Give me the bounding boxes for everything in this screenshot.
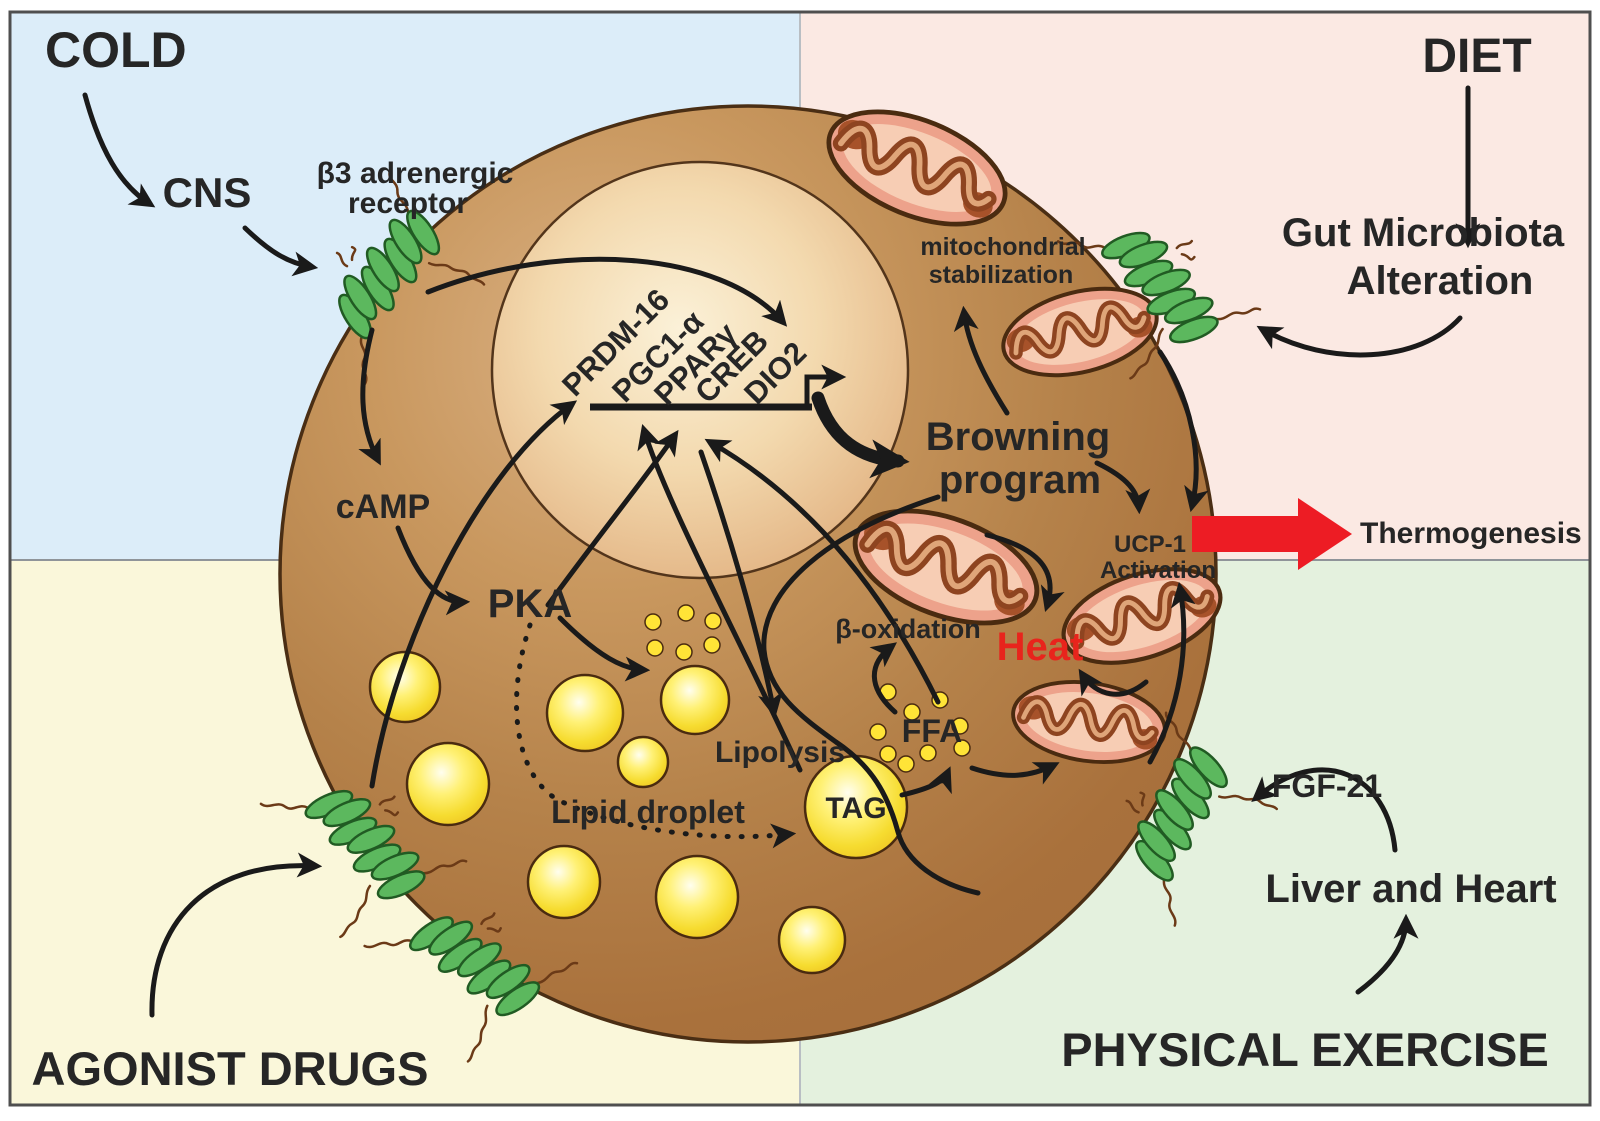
lipid-droplet-icon xyxy=(659,664,731,736)
label-mito-stab-line2: stabilization xyxy=(929,261,1073,289)
arrow-pka-to-lipid-droplet xyxy=(557,615,651,682)
lipid-droplet-icon xyxy=(545,673,625,753)
lipid-droplet-icon xyxy=(368,650,442,724)
label-gut-line2: Alteration xyxy=(1347,259,1534,303)
label-ucp1-line1: UCP-1 xyxy=(1114,531,1186,558)
lipid-droplet-icon xyxy=(405,741,491,827)
label-gut-line1: Gut Microbiota xyxy=(1282,211,1565,255)
arrow-cns-to-receptor xyxy=(242,225,319,277)
label-beta3-line2: receptor xyxy=(348,187,468,220)
label-lipid-droplet: Lipid droplet xyxy=(551,794,745,830)
arrow-browning-to-ucp1 xyxy=(1094,460,1151,515)
quadrant-title-diet: DIET xyxy=(1422,30,1531,83)
ffa-dot-icon xyxy=(869,723,887,741)
ffa-dot-icon xyxy=(644,613,662,631)
arrow-exercise-to-liver xyxy=(1355,913,1419,995)
arrow-pka-to-tag-dashed xyxy=(514,622,797,849)
label-lipolysis: Lipolysis xyxy=(715,736,845,769)
quadrant-title-agonist-drugs: AGONIST DRUGS xyxy=(32,1042,429,1095)
quadrant-title-cold: COLD xyxy=(45,22,187,78)
arrow-agonist-to-receptor xyxy=(149,852,323,1018)
label-cns: CNS xyxy=(163,169,252,216)
arrow-camp-to-pka xyxy=(395,525,471,616)
ffa-dot-icon xyxy=(703,636,721,654)
label-tag: TAG xyxy=(825,792,886,825)
ffa-dot-icon xyxy=(951,717,969,735)
ffa-dot-icon xyxy=(677,604,695,622)
arrow-liver-to-fgf-receptor xyxy=(1251,767,1398,853)
label-browning-line2: program xyxy=(939,458,1101,502)
arrow-receptor-to-ucp1 xyxy=(1157,349,1209,513)
label-ucp1-line2: Activation xyxy=(1100,557,1216,584)
ffa-dot-icon xyxy=(919,744,937,762)
label-fgf21: FGF-21 xyxy=(1272,768,1382,804)
label-thermogenesis: Thermogenesis xyxy=(1360,517,1582,550)
label-heat: Heat xyxy=(997,625,1084,669)
ffa-dot-icon xyxy=(953,739,971,757)
ffa-dot-icon xyxy=(879,745,897,763)
ffa-dot-icon xyxy=(897,755,915,773)
nucleus-icon xyxy=(490,160,910,580)
arrow-pka-to-genes xyxy=(545,429,679,608)
label-browning-line1: Browning xyxy=(926,415,1110,459)
arrow-fgf-receptor-to-ucp1 xyxy=(1147,581,1196,765)
transcription-start-arrow xyxy=(804,364,847,410)
label-beta-oxidation: β-oxidation xyxy=(835,614,980,644)
label-camp: cAMP xyxy=(336,488,430,526)
ffa-dot-icon xyxy=(704,612,722,630)
arrow-agonist-receptor-to-genes xyxy=(369,400,578,789)
lipid-droplet-icon xyxy=(616,735,670,789)
arrow-genes-to-lipolysis xyxy=(698,449,783,719)
arrow-receptor-to-genes xyxy=(425,256,788,327)
arrow-to-browning-program xyxy=(811,391,910,479)
figure-border xyxy=(8,10,1592,1107)
arrow-gut-to-receptor xyxy=(1256,315,1463,358)
ffa-dot-icon xyxy=(675,643,693,661)
lipid-droplet-icon xyxy=(654,854,740,940)
arrow-mitochondrion-to-heat-2 xyxy=(1078,668,1149,697)
arrow-cold-to-cns xyxy=(82,92,156,208)
arrow-ffa-to-beta-oxidation xyxy=(869,642,898,715)
arrow-ffa-to-mitochondrion xyxy=(969,762,1060,785)
label-beta3-line1: β3 adrenergic xyxy=(317,157,514,190)
arrow-receptor-to-camp xyxy=(358,327,381,466)
label-ffa: FFA xyxy=(902,713,962,749)
lipid-droplet-icon xyxy=(526,844,602,920)
ffa-dot-icon xyxy=(646,639,664,657)
arrow-tag-to-ffa xyxy=(899,766,952,798)
label-mito-stab-line1: mitochondrial xyxy=(920,233,1085,261)
arrow-browning-to-mito-stabilization xyxy=(953,305,1010,416)
lipid-droplet-icon xyxy=(777,905,847,975)
quadrant-title-physical-exercise: PHYSICAL EXERCISE xyxy=(1061,1023,1549,1076)
thermogenesis-arrow-icon xyxy=(1192,498,1352,570)
label-pka: PKA xyxy=(488,582,572,626)
arrow-mitochondrion-to-heat xyxy=(984,532,1065,612)
curve-browning-sweep xyxy=(761,494,981,896)
ffa-dot-icon xyxy=(903,703,921,721)
label-liver-and-heart: Liver and Heart xyxy=(1265,867,1556,911)
arrow-ffa-to-genes xyxy=(704,438,941,705)
